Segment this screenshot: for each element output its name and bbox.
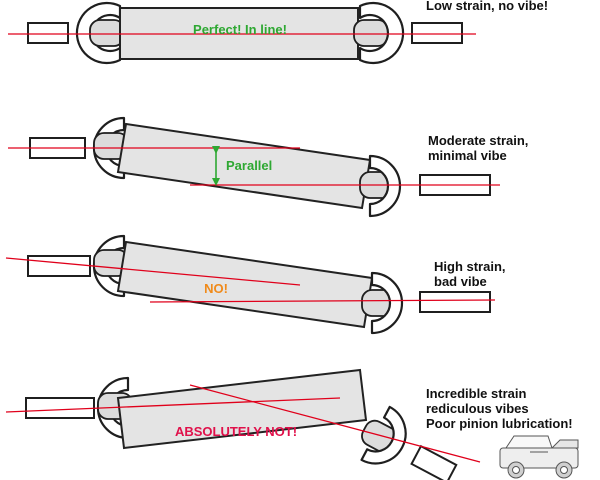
driveshaft-row-1: Perfect! In line! [8,1,476,65]
right-yoke [358,1,405,65]
side-label-4-line-2: rediculous vibes [426,401,529,416]
right-yoke [360,405,407,465]
side-label-4: Incredible strain rediculous vibes Poor … [426,386,573,431]
tube-label-4: ABSOLUTELY NOT! [175,424,297,439]
alignment-line-lower [189,384,481,463]
alignment-line-upper [5,397,341,413]
right-u-joint [353,19,389,47]
side-label-3-line-1: High strain, [434,259,506,274]
driveshaft-row-3: NO! [5,234,496,335]
right-yoke [370,271,404,335]
right-shaft-stub [419,291,491,313]
left-shaft-stub [27,22,69,44]
side-label-3-line-2: bad vibe [434,274,487,289]
alignment-line-lower [149,299,496,303]
left-u-joint [89,19,125,47]
side-label-4-line-1: Incredible strain [426,386,527,401]
tube-label-1: Perfect! In line! [193,22,287,37]
alignment-line-upper [5,257,301,286]
driveshaft-row-2: Parallel [8,116,500,218]
right-shaft-stub [411,22,463,44]
tube-label-2: Parallel [226,158,272,173]
side-label-3: High strain, bad vibe [434,259,506,289]
driveshaft-row-4: ABSOLUTELY NOT! [5,368,481,480]
right-yoke [368,154,402,218]
side-label-2: Moderate strain, minimal vibe [428,133,528,163]
left-shaft-stub [27,255,91,277]
side-label-1: Low strain, no vibe! [426,0,548,13]
driveshaft-tube [116,240,374,329]
left-shaft-stub [25,397,95,419]
right-shaft-stub [410,444,458,480]
side-label-2-line-2: minimal vibe [428,148,507,163]
side-label-4-line-3: Poor pinion lubrication! [426,416,573,431]
jeep-icon [499,435,579,479]
tube-label-3: NO! [204,281,228,296]
side-label-2-line-1: Moderate strain, [428,133,529,148]
right-u-joint-assembly [360,405,458,480]
side-label-1-line-1: Low strain, no vibe! [426,0,549,13]
driveshaft-tube [116,368,368,450]
